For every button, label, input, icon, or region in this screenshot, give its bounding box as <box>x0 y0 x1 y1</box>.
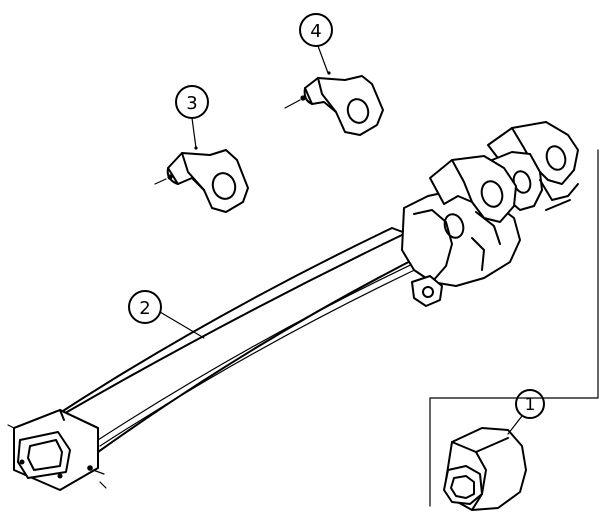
callout-label-2: 2 <box>139 298 150 319</box>
arm-tube-part-2 <box>7 121 579 491</box>
callout-1: 1 <box>507 389 545 435</box>
end-plug-inset-part-1 <box>429 149 599 511</box>
callout-label-3: 3 <box>186 93 197 114</box>
callout-label-1: 1 <box>525 395 536 415</box>
bracket-part-3 <box>154 146 249 213</box>
callout-3: 3 <box>175 85 209 149</box>
callout-2: 2 <box>128 290 205 339</box>
callout-4: 4 <box>299 13 333 74</box>
bracket-part-4 <box>284 71 384 136</box>
callout-label-4: 4 <box>310 21 321 42</box>
